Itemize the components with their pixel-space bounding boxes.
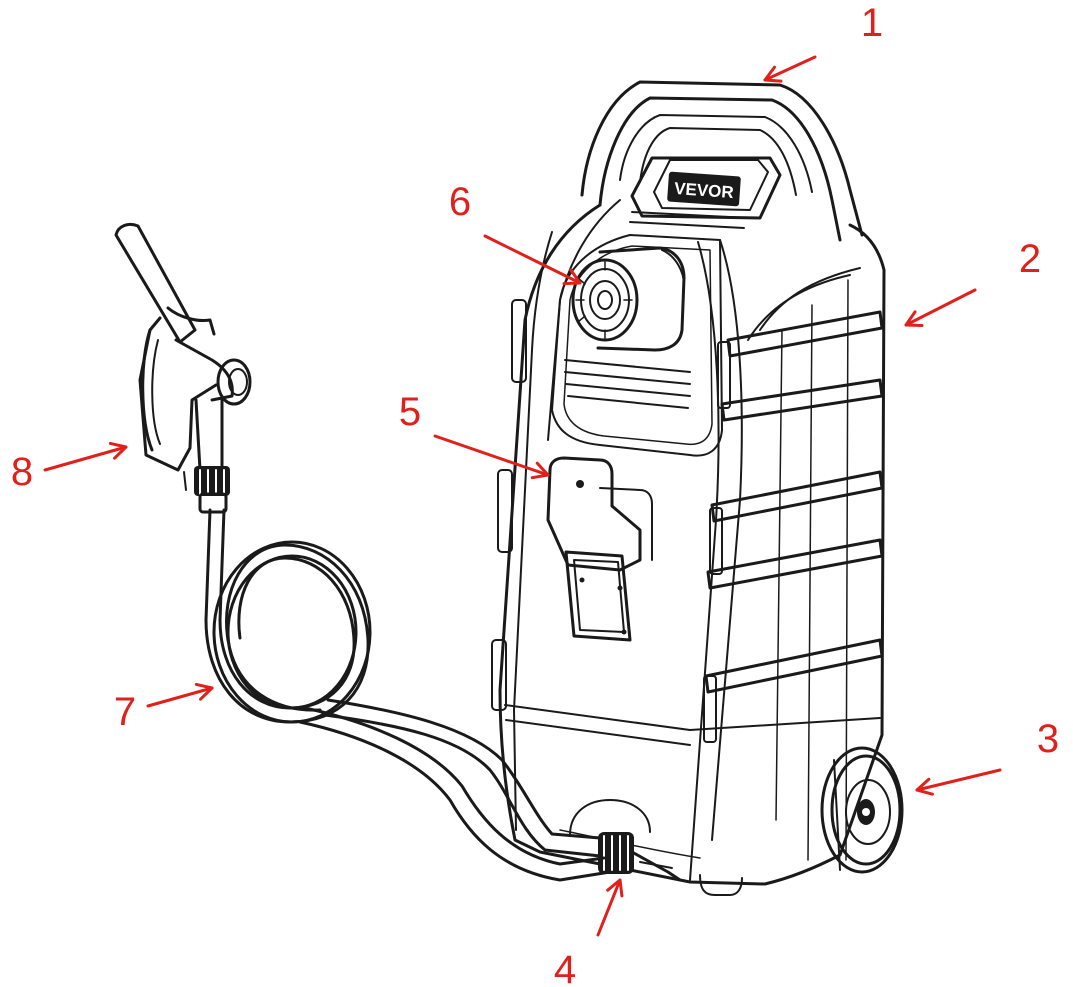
wheel (820, 746, 904, 874)
callout-arrow-line (596, 878, 622, 937)
callouts: 1 2 3 4 5 6 7 8 (11, 1, 1059, 987)
callout-number: 2 (1019, 237, 1041, 281)
callout-arrow-head-icon (194, 682, 214, 701)
callout-arrow-line (433, 434, 550, 477)
callout-arrow-head-icon (915, 777, 934, 796)
brand-label: VEVOR (674, 179, 735, 202)
callout-arrow-head-icon (530, 461, 550, 480)
straps (491, 299, 884, 743)
callout-number: 1 (861, 1, 883, 45)
callout-7: 7 (114, 682, 214, 734)
callout-arrow-line (483, 234, 582, 285)
dispensing-nozzle (114, 222, 252, 514)
callout-arrow-line (763, 55, 817, 82)
brand-block: VEVOR (629, 156, 782, 229)
callout-1: 1 (763, 1, 883, 83)
nozzle-holder (546, 456, 653, 642)
callout-2: 2 (904, 237, 1041, 327)
tank-body (498, 199, 886, 896)
callout-arrow-head-icon (763, 65, 783, 83)
callout-arrow-line (915, 768, 1002, 792)
callout-6: 6 (449, 180, 582, 286)
handle (580, 80, 864, 242)
fill-cap (564, 246, 691, 409)
callout-8: 8 (11, 441, 128, 494)
callout-number: 6 (449, 180, 471, 224)
callout-number: 7 (114, 690, 136, 734)
callout-arrow-line (146, 686, 214, 708)
callout-arrow-line (43, 445, 128, 472)
callout-arrow-line (904, 288, 977, 327)
callout-4: 4 (554, 878, 624, 987)
callout-arrow-head-icon (904, 310, 924, 327)
callout-arrow-head-icon (108, 441, 128, 460)
hose (204, 508, 612, 882)
callout-number: 5 (399, 390, 421, 434)
callout-arrow-head-icon (562, 268, 582, 286)
callout-number: 4 (554, 948, 576, 987)
callout-arrow-head-icon (606, 878, 624, 898)
outlet-fitting (569, 799, 682, 882)
callout-5: 5 (399, 390, 550, 480)
callout-number: 8 (11, 450, 33, 494)
callout-number: 3 (1037, 717, 1059, 761)
brand-plate (667, 171, 741, 207)
fuel-tank: VEVOR (491, 80, 904, 896)
callout-3: 3 (915, 717, 1059, 796)
